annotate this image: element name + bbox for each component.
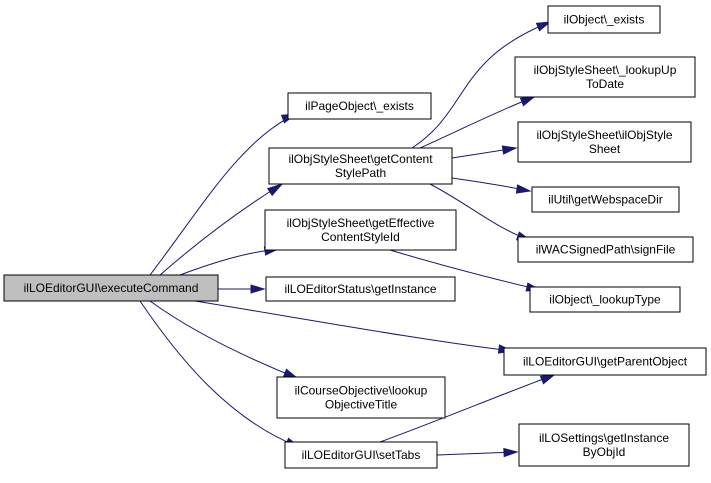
node-label: ilObjStyleSheet\getContent <box>288 152 433 166</box>
edge-line <box>194 300 513 352</box>
node-get-effective-content-style-id[interactable]: ilObjStyleSheet\getEffectiveContentStyle… <box>264 209 457 251</box>
node-set-tabs[interactable]: ilLOEditorGUI\setTabs <box>284 441 438 469</box>
node-box <box>265 276 456 302</box>
node-box <box>287 92 432 120</box>
node-label: ByObjId <box>583 445 626 459</box>
edge-line <box>179 248 279 276</box>
node-box <box>503 347 707 376</box>
edge-root-to-get_parent_object <box>194 300 514 354</box>
edge-set_tabs-to-settings_get_instance <box>436 447 519 458</box>
node-box <box>276 376 446 419</box>
edge-get_content_style_path-to-object_exists <box>411 21 552 149</box>
arrowhead-icon <box>535 21 552 32</box>
node-label: ilLOEditorGUI\getParentObject <box>523 355 688 369</box>
node-label: ContentStyleId <box>321 230 400 244</box>
node-object-exists[interactable]: ilObject\_exists <box>547 5 661 34</box>
node-label: ilLOEditorGUI\executeCommand <box>24 281 199 295</box>
edge-root-to-set_tabs <box>139 300 301 448</box>
arrowhead-icon <box>267 182 284 197</box>
node-label: ilLOEditorGUI\setTabs <box>302 448 421 462</box>
edge-line <box>419 96 535 149</box>
node-box <box>268 147 453 185</box>
node-label: ilObject\_lookupType <box>549 293 661 307</box>
edge-line <box>411 21 551 149</box>
node-label: ilObjStyleSheet\getEffective <box>287 216 435 230</box>
edge-root-to-get_effective_content_style_id <box>179 246 280 276</box>
node-lookup-type[interactable]: ilObject\_lookupType <box>529 286 681 313</box>
arrowhead-icon <box>501 145 518 155</box>
edge-get_content_style_path-to-get_webspace_dir <box>451 177 532 194</box>
node-label: ilObject\_exists <box>564 13 645 27</box>
node-box <box>518 423 690 467</box>
node-editorstatus-get-instance[interactable]: ilLOEditorStatus\getInstance <box>265 276 456 302</box>
node-label: ilWACSignedPath\signFile <box>536 243 676 257</box>
node-label: ilObjStyleSheet\_lookupUp <box>534 63 677 77</box>
node-label: ilPageObject\_exists <box>305 99 414 113</box>
edge-set_tabs-to-get_parent_object <box>379 374 556 443</box>
edge-root-to-editorstatus_get_instance <box>218 284 266 294</box>
arrowhead-icon <box>519 96 536 107</box>
node-label: ObjectiveTitle <box>325 398 398 412</box>
node-box <box>517 236 694 263</box>
arrowhead-icon <box>250 284 266 294</box>
node-pageobject-exists[interactable]: ilPageObject\_exists <box>287 92 432 120</box>
node-box <box>3 274 219 302</box>
node-sign-file[interactable]: ilWACSignedPath\signFile <box>517 236 694 263</box>
edge-line <box>389 249 541 291</box>
node-label: ilUtil\getWebspaceDir <box>548 193 663 207</box>
node-label: ToDate <box>586 77 624 91</box>
edge-line <box>159 183 283 276</box>
node-box <box>264 209 457 251</box>
node-ilobjstylesheet-ctor[interactable]: ilObjStyleSheet\ilObjStyleSheet <box>517 121 692 163</box>
arrowhead-icon <box>503 447 519 458</box>
node-label: ilCourseObjective\lookup <box>295 384 428 398</box>
edge-line <box>149 113 297 276</box>
node-root[interactable]: ilLOEditorGUI\executeCommand <box>3 274 219 302</box>
arrowhead-icon <box>539 374 556 385</box>
node-box <box>514 56 696 98</box>
edge-line <box>139 300 300 448</box>
edge-line <box>379 374 555 443</box>
edge-line <box>149 300 298 379</box>
node-label: StylePath <box>335 166 386 180</box>
node-box <box>531 186 680 213</box>
node-box <box>547 5 661 34</box>
edge-get_content_style_path-to-ilobjstylesheet_ctor <box>451 145 518 159</box>
node-get-webspace-dir[interactable]: ilUtil\getWebspaceDir <box>531 186 680 213</box>
node-get-parent-object[interactable]: ilLOEditorGUI\getParentObject <box>503 347 707 376</box>
node-label: ilLOEditorStatus\getInstance <box>284 282 436 296</box>
edge-root-to-get_content_style_path <box>159 182 284 276</box>
nodes-layer: ilLOEditorGUI\executeCommand ilPageObject… <box>3 5 707 469</box>
node-box <box>517 121 692 163</box>
node-label: Sheet <box>589 142 621 156</box>
arrowhead-icon <box>515 184 532 194</box>
edge-root-to-lookup_objective_title <box>149 300 299 379</box>
node-label: ilObjStyleSheet\ilObjStyle <box>536 128 672 142</box>
edge-get_content_style_path-to-lookup_up_to_date <box>419 96 536 149</box>
node-box <box>529 286 681 313</box>
node-box <box>284 441 438 469</box>
node-label: ilLOSettings\getInstance <box>539 431 669 445</box>
